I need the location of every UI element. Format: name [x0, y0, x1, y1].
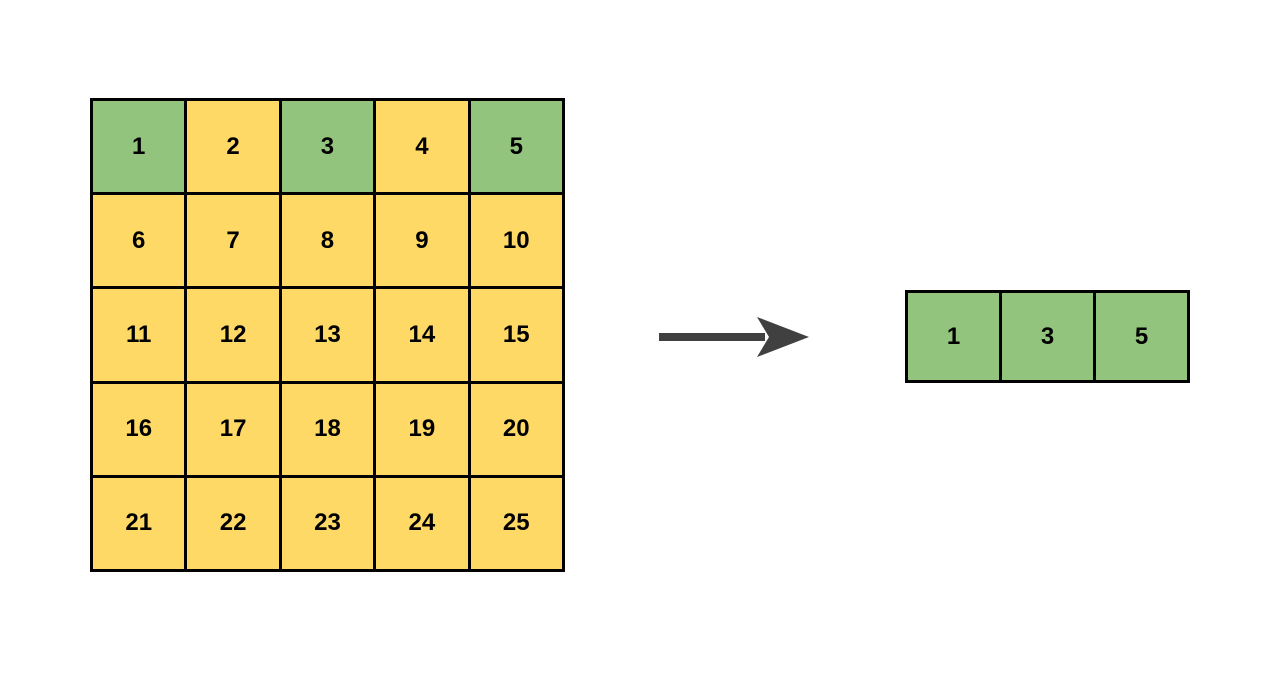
- grid-cell: 5: [1096, 293, 1187, 380]
- grid-cell: 3: [1002, 293, 1093, 380]
- grid-cell: 3: [281, 101, 374, 193]
- arrow-right-icon: [659, 315, 809, 359]
- grid-cell: 14: [376, 289, 468, 381]
- grid-cell: 23: [281, 477, 374, 569]
- grid-cell: 13: [281, 289, 374, 381]
- grid-cell: 17: [187, 383, 279, 475]
- grid-cell: 21: [93, 477, 185, 569]
- grid-cell: 4: [376, 101, 468, 193]
- grid-cell: 12: [187, 289, 279, 381]
- grid-cell: 18: [281, 383, 374, 475]
- grid-cell: 1: [908, 293, 999, 380]
- grid-cell: 9: [376, 195, 468, 287]
- grid-cell: 10: [470, 195, 562, 287]
- grid-cell: 1: [93, 101, 185, 193]
- grid-cell: 19: [376, 383, 468, 475]
- grid-cell: 22: [187, 477, 279, 569]
- grid-cell: 5: [470, 101, 562, 193]
- grid-cell: 25: [470, 477, 562, 569]
- grid-cell: 7: [187, 195, 279, 287]
- grid-cell: 24: [376, 477, 468, 569]
- grid-cell: 6: [93, 195, 185, 287]
- grid-cell: 2: [187, 101, 279, 193]
- grid-cell: 16: [93, 383, 185, 475]
- grid-cell: 11: [93, 289, 185, 381]
- grid-cell: 20: [470, 383, 562, 475]
- grid-cell: 15: [470, 289, 562, 381]
- grid-cell: 8: [281, 195, 374, 287]
